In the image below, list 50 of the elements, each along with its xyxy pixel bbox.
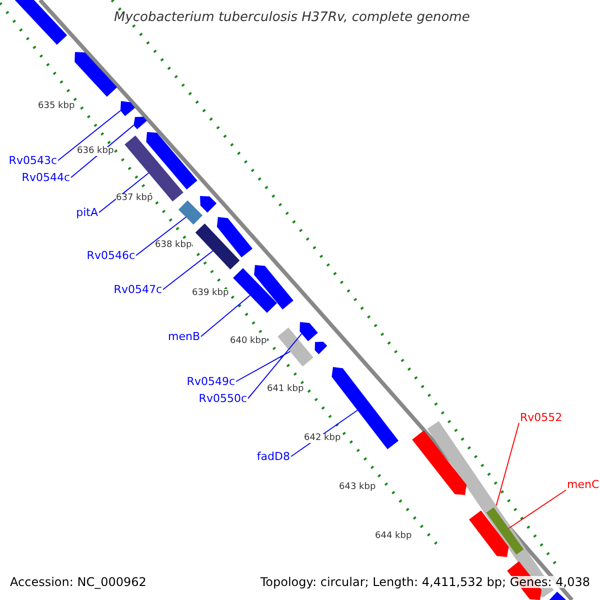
gene-label: Rv0549c [186,376,235,387]
gene-bar [178,200,203,225]
position-label: 638 kbp [155,241,192,250]
position-label: 636 kbp [77,147,114,156]
leader-line [98,172,150,213]
gene-block [469,510,509,557]
gene-label: Rv0544c [22,172,70,183]
gene-label: Rv0550c [198,393,247,404]
gene-block [120,101,135,116]
position-label: 639 kbp [192,289,229,298]
gene-block [146,132,198,190]
gene-block [134,116,147,130]
gene-block [314,342,328,354]
gene-label: Rv0552 [520,412,562,423]
position-label: 642 kbp [304,434,341,443]
genome-title: Mycobacterium tuberculosis H37Rv, complete genome [114,11,470,24]
leader-line [162,250,214,290]
gene-block [74,52,118,97]
leader-line [248,333,302,399]
accession-label: Accession: NC_000962 [10,576,146,588]
position-label: 637 kbp [116,194,153,203]
leader-line [236,350,291,382]
position-label: 640 kbp [230,337,267,346]
gene-bar [486,507,524,555]
gene-bar [195,224,240,270]
gene-bar [233,268,277,313]
gene-label: Rv0546c [86,250,135,261]
gene-block [216,217,252,258]
gene-block [14,0,68,45]
leader-line [508,490,566,529]
leader-line [200,294,250,337]
gene-bar [278,328,314,366]
position-label: 641 kbp [267,385,304,394]
gene-label: menB [168,331,200,342]
gene-block [200,196,217,213]
gene-block [300,322,318,342]
gene-label: fadD8 [256,451,290,462]
leader-line [496,422,520,506]
gene-label: Rv0547c [114,284,162,295]
gene-block [412,430,467,495]
gene-label: menC [567,479,600,490]
leader-line [136,216,186,256]
position-label: 635 kbp [38,102,75,111]
gene-label: Rv0543c [8,155,57,166]
gene-block [254,265,294,310]
topology-label: Topology: circular; Length: 4,411,532 bp; Genes: 4,038 [260,576,590,588]
leader-line [58,110,121,161]
gene-label: pitA [76,207,98,218]
position-label: 644 kbp [375,532,412,541]
position-label: 643 kbp [339,483,376,492]
